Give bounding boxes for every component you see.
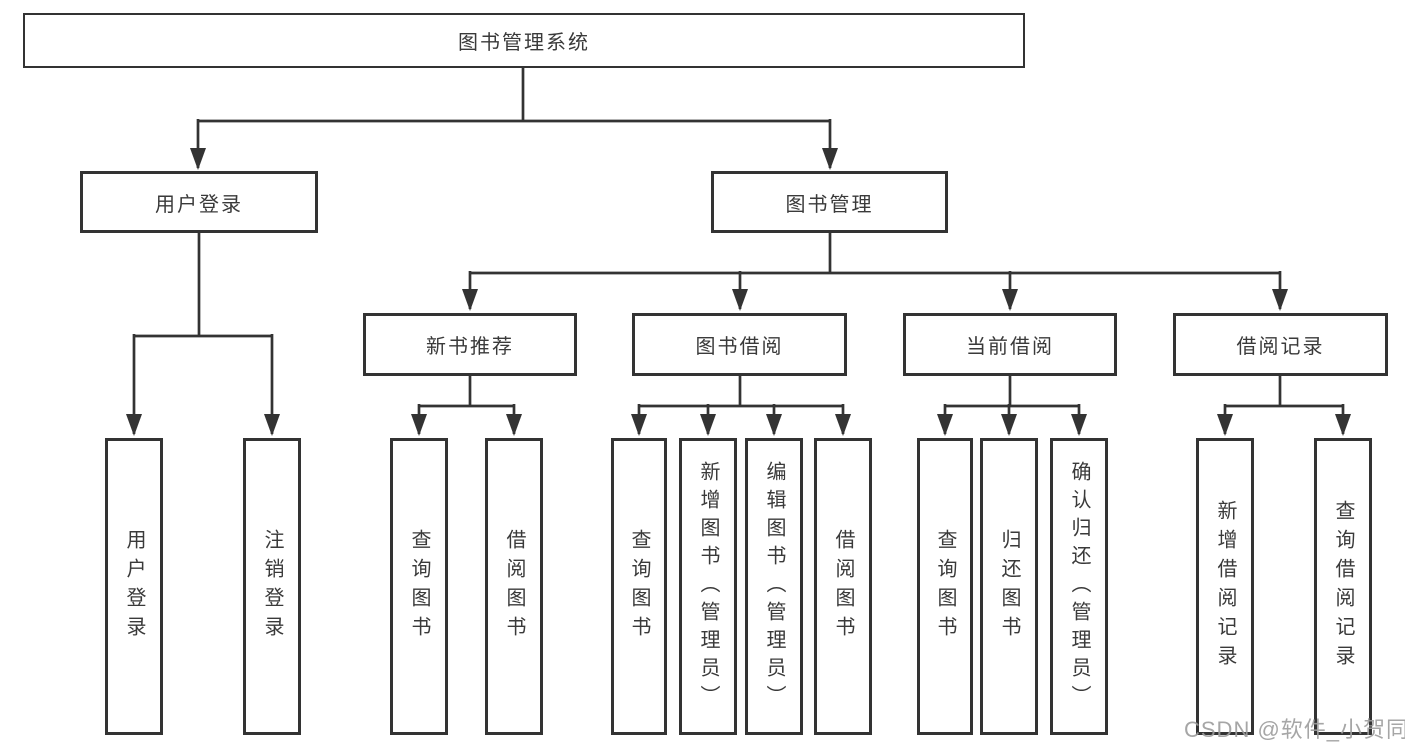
leaf-user-login: 用户登录 <box>105 438 163 735</box>
node-book-borrowing-label: 图书借阅 <box>695 336 784 358</box>
leaf-return-books-label: 归还图书 <box>998 528 1020 645</box>
node-new-book-recommendation-label: 新书推荐 <box>426 336 514 358</box>
node-borrowing-records-label: 借阅记录 <box>1236 336 1325 358</box>
node-current-borrowing-label: 当前借阅 <box>966 336 1054 358</box>
node-root: 图书管理系统 <box>23 13 1025 68</box>
leaf-borrow-books-label: 借阅图书 <box>832 528 854 645</box>
leaf-query-books-current-label: 查询图书 <box>934 528 956 645</box>
leaf-add-borrow-record-label: 新增借阅记录 <box>1214 499 1236 674</box>
leaf-edit-book-admin-label: 编辑图书（管理员） <box>763 460 785 713</box>
node-book-borrowing: 图书借阅 <box>632 313 847 376</box>
leaf-query-borrow-record-label: 查询借阅记录 <box>1332 499 1354 674</box>
leaf-borrow-books-recommend-label: 借阅图书 <box>503 528 525 645</box>
node-user-login-label: 用户登录 <box>155 193 243 216</box>
csdn-watermark: CSDN @软件_小贺同学 <box>1184 717 1405 742</box>
leaf-confirm-return-admin-label: 确认归还（管理员） <box>1068 460 1090 713</box>
leaf-add-borrow-record: 新增借阅记录 <box>1196 438 1254 735</box>
node-new-book-recommendation: 新书推荐 <box>363 313 577 376</box>
node-borrowing-records: 借阅记录 <box>1173 313 1388 376</box>
leaf-confirm-return-admin: 确认归还（管理员） <box>1050 438 1108 735</box>
leaf-query-books-borrowing-label: 查询图书 <box>628 528 650 645</box>
node-book-management-label: 图书管理 <box>785 193 874 216</box>
leaf-edit-book-admin: 编辑图书（管理员） <box>745 438 803 735</box>
leaf-logout: 注销登录 <box>243 438 301 735</box>
node-user-login: 用户登录 <box>80 171 318 233</box>
leaf-add-book-admin-label: 新增图书（管理员） <box>697 460 719 713</box>
leaf-query-books-borrowing: 查询图书 <box>611 438 667 735</box>
leaf-borrow-books: 借阅图书 <box>814 438 872 735</box>
node-root-label: 图书管理系统 <box>458 32 590 54</box>
leaf-logout-label: 注销登录 <box>261 528 283 645</box>
node-book-management: 图书管理 <box>711 171 948 233</box>
leaf-user-login-label: 用户登录 <box>123 528 145 645</box>
node-current-borrowing: 当前借阅 <box>903 313 1117 376</box>
leaf-query-books-recommend-label: 查询图书 <box>408 528 430 645</box>
leaf-query-books-current: 查询图书 <box>917 438 973 735</box>
leaf-borrow-books-recommend: 借阅图书 <box>485 438 543 735</box>
leaf-return-books: 归还图书 <box>980 438 1038 735</box>
leaf-query-borrow-record: 查询借阅记录 <box>1314 438 1372 735</box>
leaf-query-books-recommend: 查询图书 <box>390 438 448 735</box>
leaf-add-book-admin: 新增图书（管理员） <box>679 438 737 735</box>
